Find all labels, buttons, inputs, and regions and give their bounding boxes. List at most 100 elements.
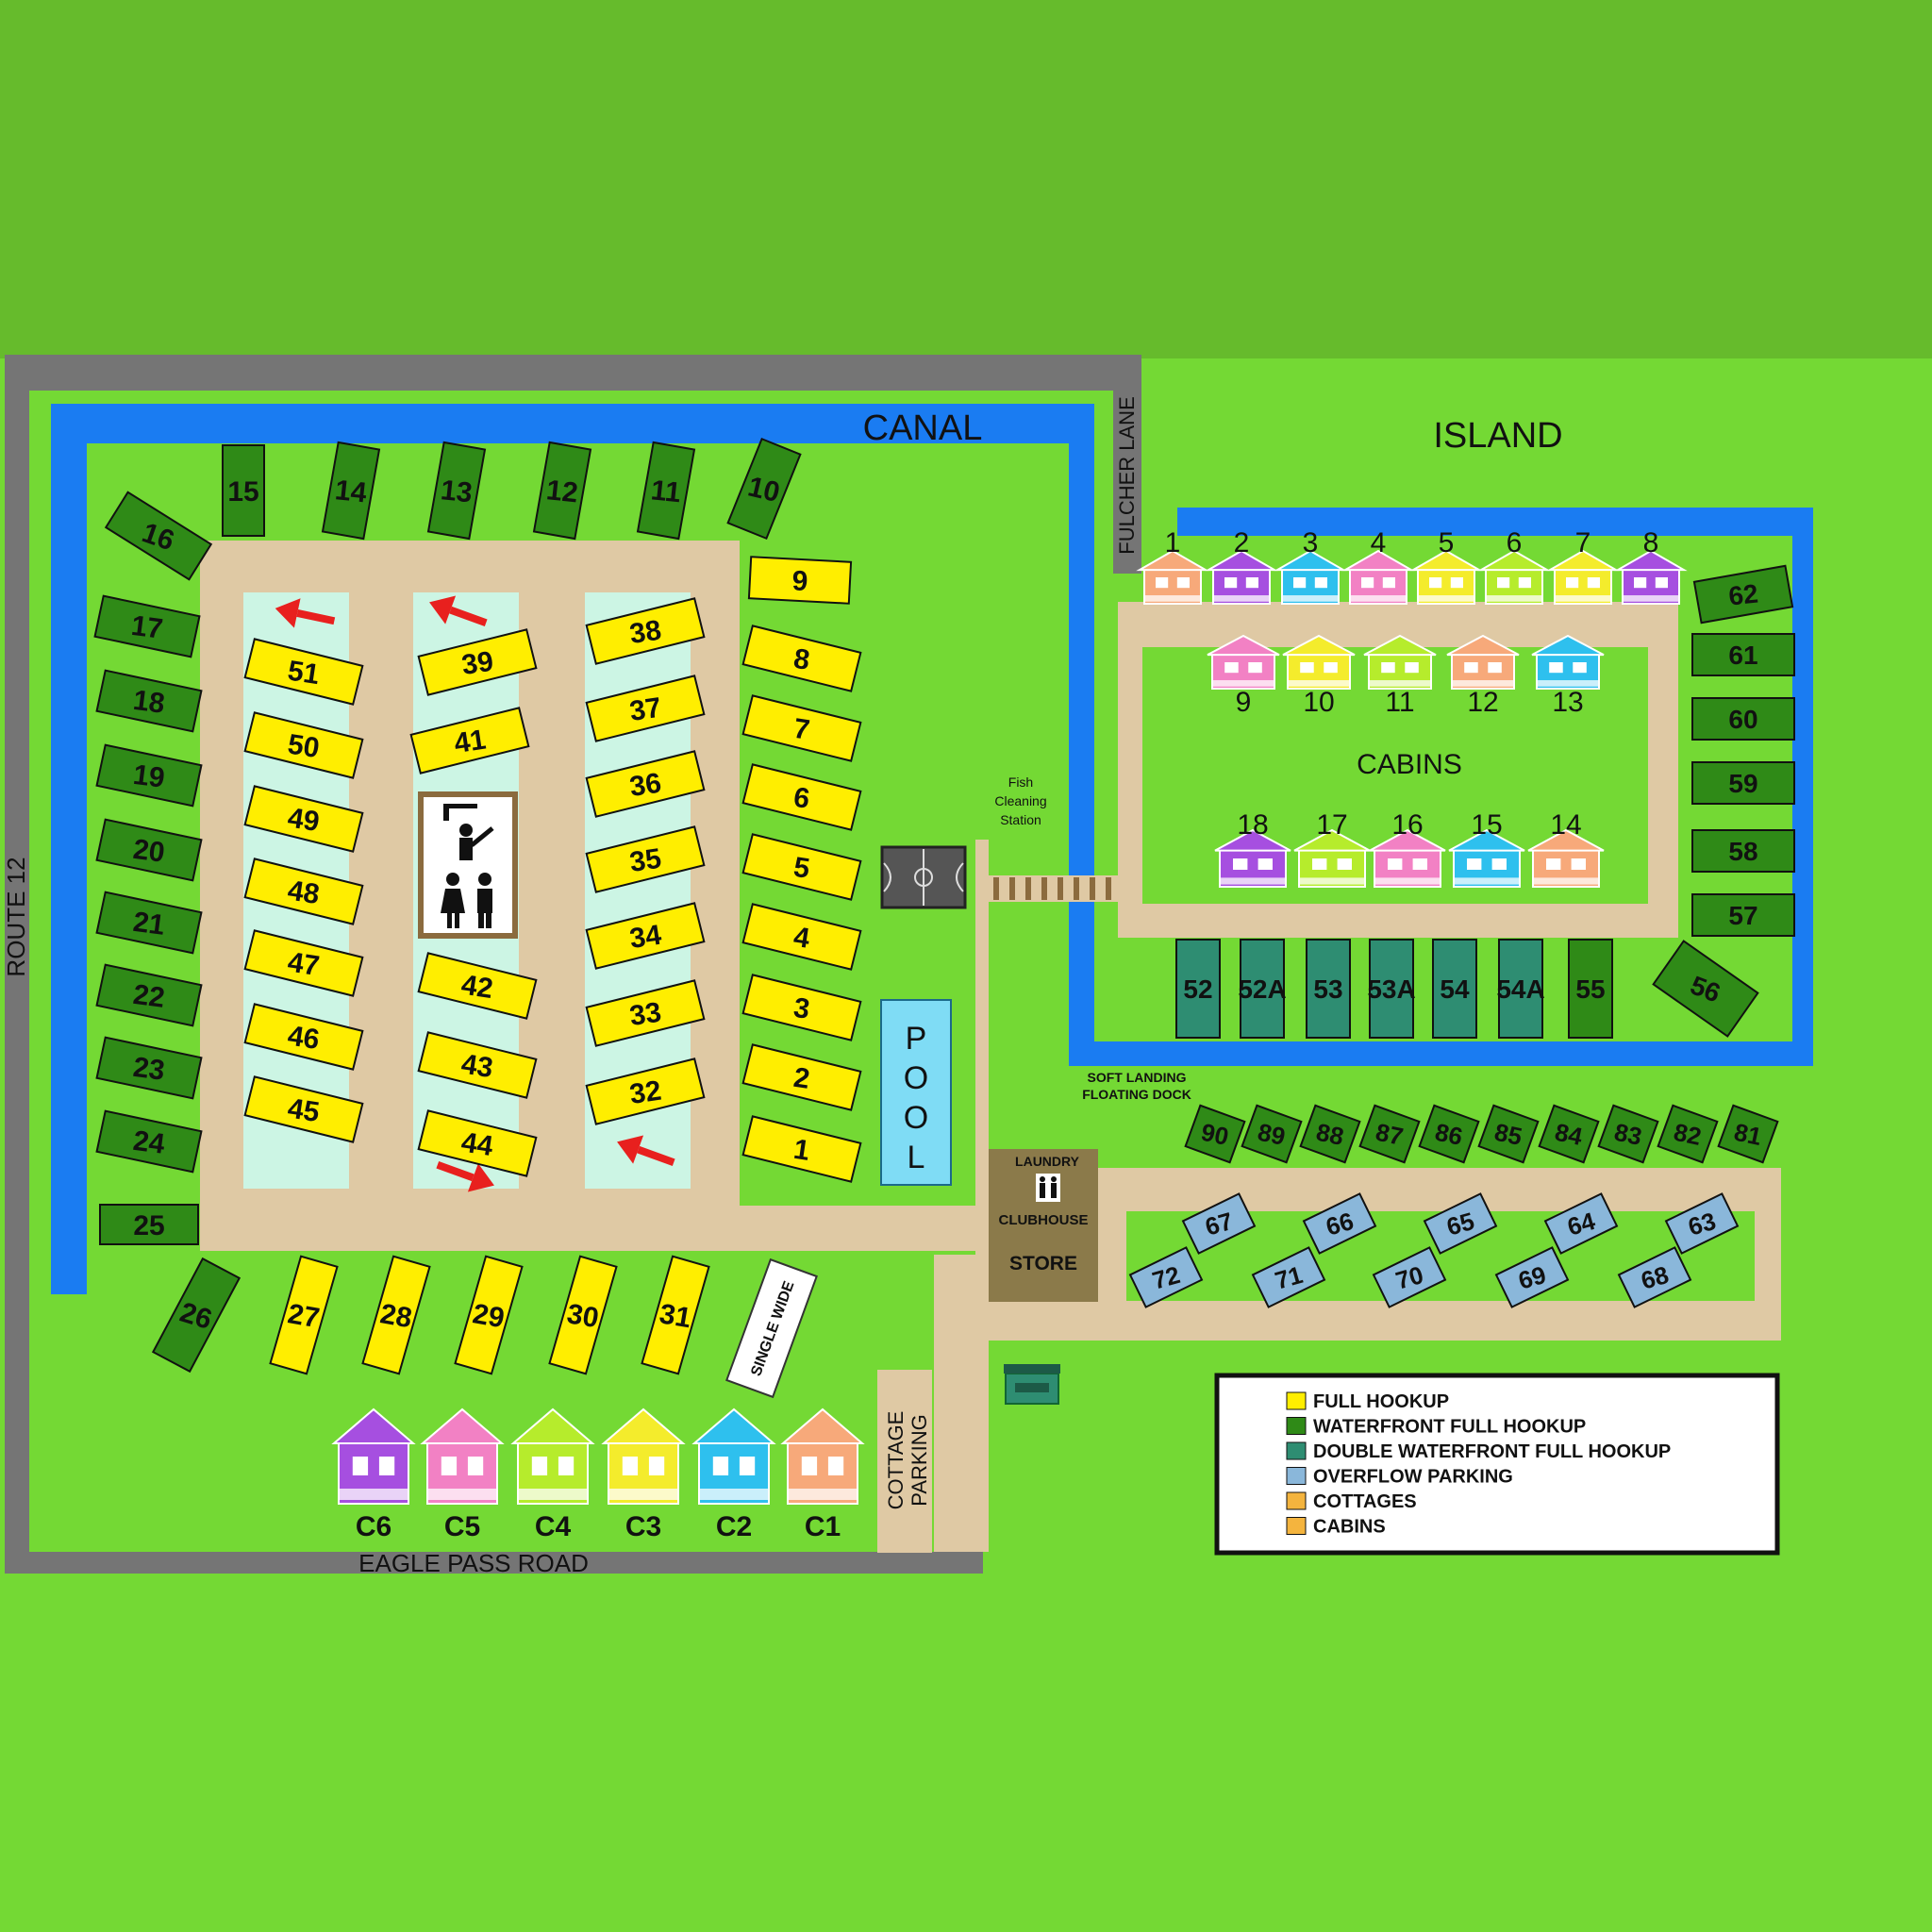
site-marker (269, 1255, 339, 1375)
site-marker (95, 963, 203, 1027)
cabin-15: 15 (1448, 809, 1525, 889)
window-icon (1429, 577, 1442, 589)
site-marker (93, 594, 201, 658)
site-46: 46 (243, 1003, 364, 1071)
site-marker (151, 1257, 242, 1374)
window-icon (441, 1457, 458, 1475)
cottage-number: C2 (716, 1511, 752, 1542)
site-marker (741, 1043, 862, 1111)
site-60: 60 (1691, 697, 1795, 741)
window-icon (531, 1457, 548, 1475)
svg-text:SOFT LANDING: SOFT LANDING (1088, 1070, 1187, 1085)
site-32: 32 (585, 1058, 706, 1125)
fulcher-lane-label: FULCHER LANE (1115, 396, 1139, 554)
site-marker (222, 444, 265, 537)
site-18: 18 (95, 669, 203, 733)
site-number: 28 (378, 1298, 414, 1334)
porch-rail (1623, 595, 1679, 602)
cottage-c4: C4 (510, 1407, 595, 1542)
cabin-roof (1293, 828, 1371, 852)
cabin-roof (1207, 634, 1280, 657)
site-8: 8 (741, 625, 862, 692)
site-81: 81 (1717, 1104, 1779, 1164)
site-number: 49 (286, 803, 322, 839)
site-marker (585, 979, 706, 1047)
site-number: 2 (791, 1062, 811, 1095)
cabin-roof (1477, 549, 1551, 572)
site-number: 84 (1553, 1118, 1586, 1151)
site-53: 53 (1306, 939, 1351, 1039)
site-number: 46 (286, 1021, 322, 1057)
site-number: 14 (334, 475, 369, 508)
cottage-roof (691, 1407, 776, 1444)
cabin-number: 11 (1385, 687, 1414, 718)
site-number: 5 (791, 852, 811, 885)
site-marker (1128, 1246, 1204, 1308)
site-number: 44 (459, 1127, 495, 1163)
island-canal-top (1177, 508, 1811, 536)
legend-swatch (1286, 1517, 1307, 1535)
cabin-roof (1136, 549, 1209, 572)
site-marker (1691, 893, 1795, 937)
site-marker (741, 903, 862, 971)
site-marker (243, 1003, 364, 1071)
site-number: 43 (459, 1049, 495, 1085)
porch-rail (1212, 680, 1274, 687)
cabin-10: 10 (1282, 634, 1356, 718)
path-island-right (1648, 602, 1678, 938)
cabin-4: 4 (1341, 527, 1415, 605)
site-number: 36 (627, 768, 663, 804)
site-marker (99, 1204, 199, 1245)
legend-label: COTTAGES (1313, 1491, 1417, 1512)
site-6: 6 (741, 763, 862, 831)
site-51: 51 (243, 638, 364, 706)
cottage-parking-area (877, 1370, 932, 1553)
site-number: 21 (131, 907, 166, 941)
site-number: 17 (129, 610, 164, 645)
porch-rail (1555, 595, 1611, 602)
cottage-number: C5 (444, 1511, 480, 1542)
site-number: 8 (791, 643, 811, 676)
site-67: 67 (1181, 1192, 1257, 1255)
cabin-roof (1531, 634, 1605, 657)
cabin-number: 8 (1643, 527, 1659, 558)
cabin-14: 14 (1527, 809, 1605, 889)
site-number: 34 (627, 919, 663, 955)
site-number: 30 (565, 1298, 601, 1334)
window-icon (1464, 662, 1478, 674)
site-marker (1423, 1192, 1498, 1255)
canal-label: CANAL (863, 408, 983, 448)
cabin-13: 13 (1531, 634, 1605, 718)
site-70: 70 (1372, 1246, 1447, 1308)
site-39: 39 (417, 628, 538, 696)
porch-rail (608, 1489, 678, 1500)
site-marker (585, 825, 706, 893)
window-icon (558, 1457, 575, 1475)
site-number: 23 (131, 1052, 166, 1087)
site-52: 52 (1175, 939, 1221, 1039)
site-9: 9 (747, 556, 853, 605)
site-number: 90 (1199, 1118, 1232, 1151)
basketball-court-icon (880, 845, 967, 909)
site-64: 64 (1543, 1192, 1619, 1255)
window-icon (1245, 577, 1258, 589)
window-icon (1518, 577, 1531, 589)
window-icon (1381, 662, 1395, 674)
window-icon (467, 1457, 484, 1475)
site-number: 25 (133, 1210, 164, 1241)
site-marker (95, 669, 203, 733)
site-marker (741, 833, 862, 901)
laundry-label: LAUNDRY (1015, 1154, 1080, 1169)
site-marker (243, 711, 364, 779)
site-marker (1617, 1246, 1692, 1308)
site-1: 1 (741, 1115, 862, 1183)
site-17: 17 (93, 594, 201, 658)
island-canal-right (1792, 508, 1813, 1066)
site-marker (1372, 1246, 1447, 1308)
cottage-number: C3 (625, 1511, 661, 1542)
cabin-roof (1446, 634, 1520, 657)
porch-rail (1350, 595, 1407, 602)
window-icon (1361, 577, 1374, 589)
clubhouse-label: CLUBHOUSE (998, 1212, 1088, 1228)
